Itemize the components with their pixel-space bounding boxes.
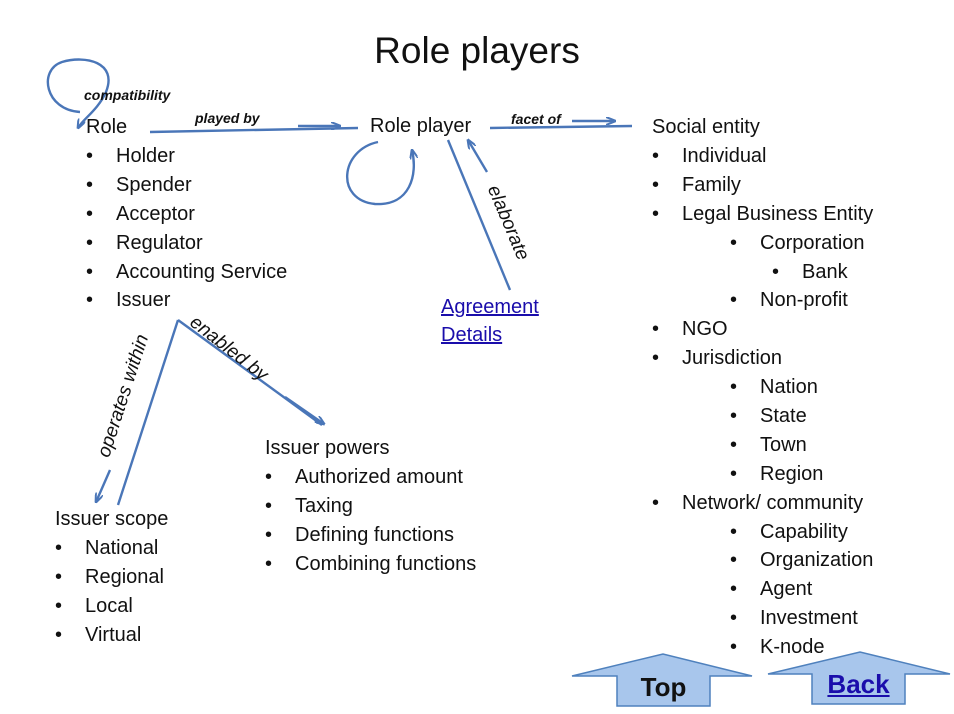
role-header: Role [86,116,128,138]
list-item-text: Holder [116,145,175,167]
bullet: • [55,594,63,617]
list-item-text: National [85,537,159,559]
bullet: • [772,260,780,283]
list-item-text: Local [85,594,133,617]
bullet: • [265,523,273,546]
social-entity-header: Social entity [652,116,760,138]
played-by-arrow [149,126,359,134]
bullet: • [652,202,660,225]
bullet: • [86,173,94,196]
bullet: • [730,462,738,485]
agreement-link-line2: Details [441,324,503,346]
bullet: • [265,466,273,488]
bullet: • [730,578,738,601]
back-nav-arrow[interactable] [767,651,951,705]
bullet: • [730,549,738,572]
list-item-text: Family [682,173,741,196]
bullet: • [652,491,660,514]
bullet: • [730,433,738,456]
facet-of-arrow [489,124,633,130]
list-item-text: Jurisdiction [682,347,783,370]
bullet: • [730,520,738,543]
list-item-text: Defining functions [295,523,454,546]
list-item-text: Organization [760,549,874,572]
self-loop [346,140,414,206]
elaborate-arrowhead [468,140,489,173]
bullet: • [730,636,738,659]
bullet: • [86,231,94,254]
bullet: • [86,289,94,312]
bullet: • [86,260,94,283]
issuer-powers-header: Issuer powers [265,437,390,459]
list-item-text: State [760,405,807,428]
bullet: • [652,173,660,196]
top-nav-arrow[interactable] [571,653,753,707]
list-item-text: Accounting Service [116,260,288,283]
issuer-scope-header: Issuer scope [55,508,169,530]
bullet: • [55,623,63,646]
list-item-text: Network/ community [682,491,864,514]
bullet: • [86,202,94,225]
list-item-text: Non-profit [760,289,848,312]
bullet: • [652,318,660,341]
page-title: Role players [374,30,580,71]
bullet: • [55,537,63,559]
top-button[interactable]: Top [640,672,687,702]
list-item-text: Spender [116,173,192,196]
list-item-text: Taxing [295,494,353,517]
facet-of-label: facet of [511,111,561,127]
bullet: • [265,494,273,517]
list-item-text: Bank [802,260,848,283]
bullet: • [730,376,738,399]
list-item-text: Virtual [85,623,142,646]
enabled-by-arrowhead [284,396,324,424]
bullet: • [265,552,273,575]
bullet: • [652,347,660,370]
list-item-text: Combining functions [295,552,477,575]
enabled-by-arrow [177,319,323,426]
bullet: • [55,565,63,588]
list-item-text: Region [760,462,824,485]
list-item-text: NGO [682,318,728,341]
list-item-text: Agent [760,578,813,601]
list-item-text: Investment [760,607,858,630]
back-link[interactable]: Back [827,669,890,699]
operates-within-arrowhead [96,469,112,502]
list-item-text: Town [760,433,807,456]
bullet: • [730,607,738,630]
list-item-text: K-node [760,636,825,659]
bullet: • [652,145,660,167]
list-item-text: Issuer [116,289,171,312]
played-by-label: played by [195,110,260,126]
compatibility-label: compatibility [84,87,171,103]
bullet: • [730,231,738,254]
list-item-text: Regulator [116,231,203,254]
list-item-text: Acceptor [116,202,195,225]
agreement-link-line1: Agreement [441,296,539,318]
list-item-text: Corporation [760,231,865,254]
agreement-details-link[interactable]: Agreement Details [441,296,539,346]
role-player-label: Role player [370,115,472,137]
bullet: • [730,405,738,428]
operates-within-arrow [116,319,180,506]
bullet: • [730,289,738,312]
list-item-text: Nation [760,376,818,399]
bullet: • [86,145,94,167]
list-item-text: Authorized amount [295,466,463,488]
compatibility-loop [46,58,110,128]
agreement-details-link-wrap: Agreement Details [441,293,539,349]
elaborate-arrow [446,139,512,291]
list-item-text: Regional [85,565,164,588]
list-item-text: Legal Business Entity [682,202,874,225]
list-item-text: Individual [682,145,767,167]
list-item-text: Capability [760,520,848,543]
